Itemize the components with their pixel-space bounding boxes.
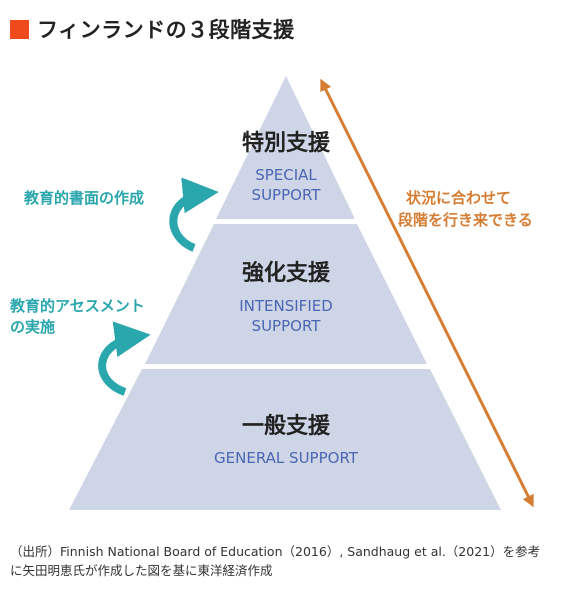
level-intensified-en-1: INTENSIFIED bbox=[239, 297, 333, 315]
title-marker bbox=[10, 19, 29, 39]
source-note-line-1: （出所）Finnish National Board of Education（… bbox=[10, 544, 541, 559]
level-general-jp: 一般支援 bbox=[242, 413, 331, 439]
level-intensified-en-2: SUPPORT bbox=[252, 317, 322, 335]
pyramid-tier-special bbox=[216, 76, 355, 219]
curved-arrow-lower bbox=[98, 321, 151, 396]
level-special-en-2: SUPPORT bbox=[252, 186, 322, 204]
page-title: フィンランドの３段階支援 bbox=[37, 18, 295, 42]
source-note-line-2: に矢田明恵氏が作成した図を基に東洋経済作成 bbox=[10, 563, 273, 578]
side-note-line-1: 状況に合わせて bbox=[406, 189, 511, 207]
level-special-en-1: SPECIAL bbox=[255, 166, 317, 184]
pyramid-tier-general bbox=[69, 369, 501, 510]
level-special-jp: 特別支援 bbox=[242, 130, 331, 156]
side-note-line-2: 段階を行き来できる bbox=[398, 211, 533, 229]
transition-lower-label-2: の実施 bbox=[10, 318, 55, 336]
curved-arrow-upper bbox=[169, 177, 219, 252]
double-headed-arrow bbox=[320, 78, 534, 508]
level-intensified-jp: 強化支援 bbox=[242, 260, 331, 286]
transition-lower-label-1: 教育的アセスメント bbox=[9, 297, 145, 315]
title-block: フィンランドの３段階支援 bbox=[10, 14, 295, 44]
transition-upper-label: 教育的書面の作成 bbox=[23, 189, 144, 207]
level-general-en-1: GENERAL SUPPORT bbox=[214, 449, 359, 467]
